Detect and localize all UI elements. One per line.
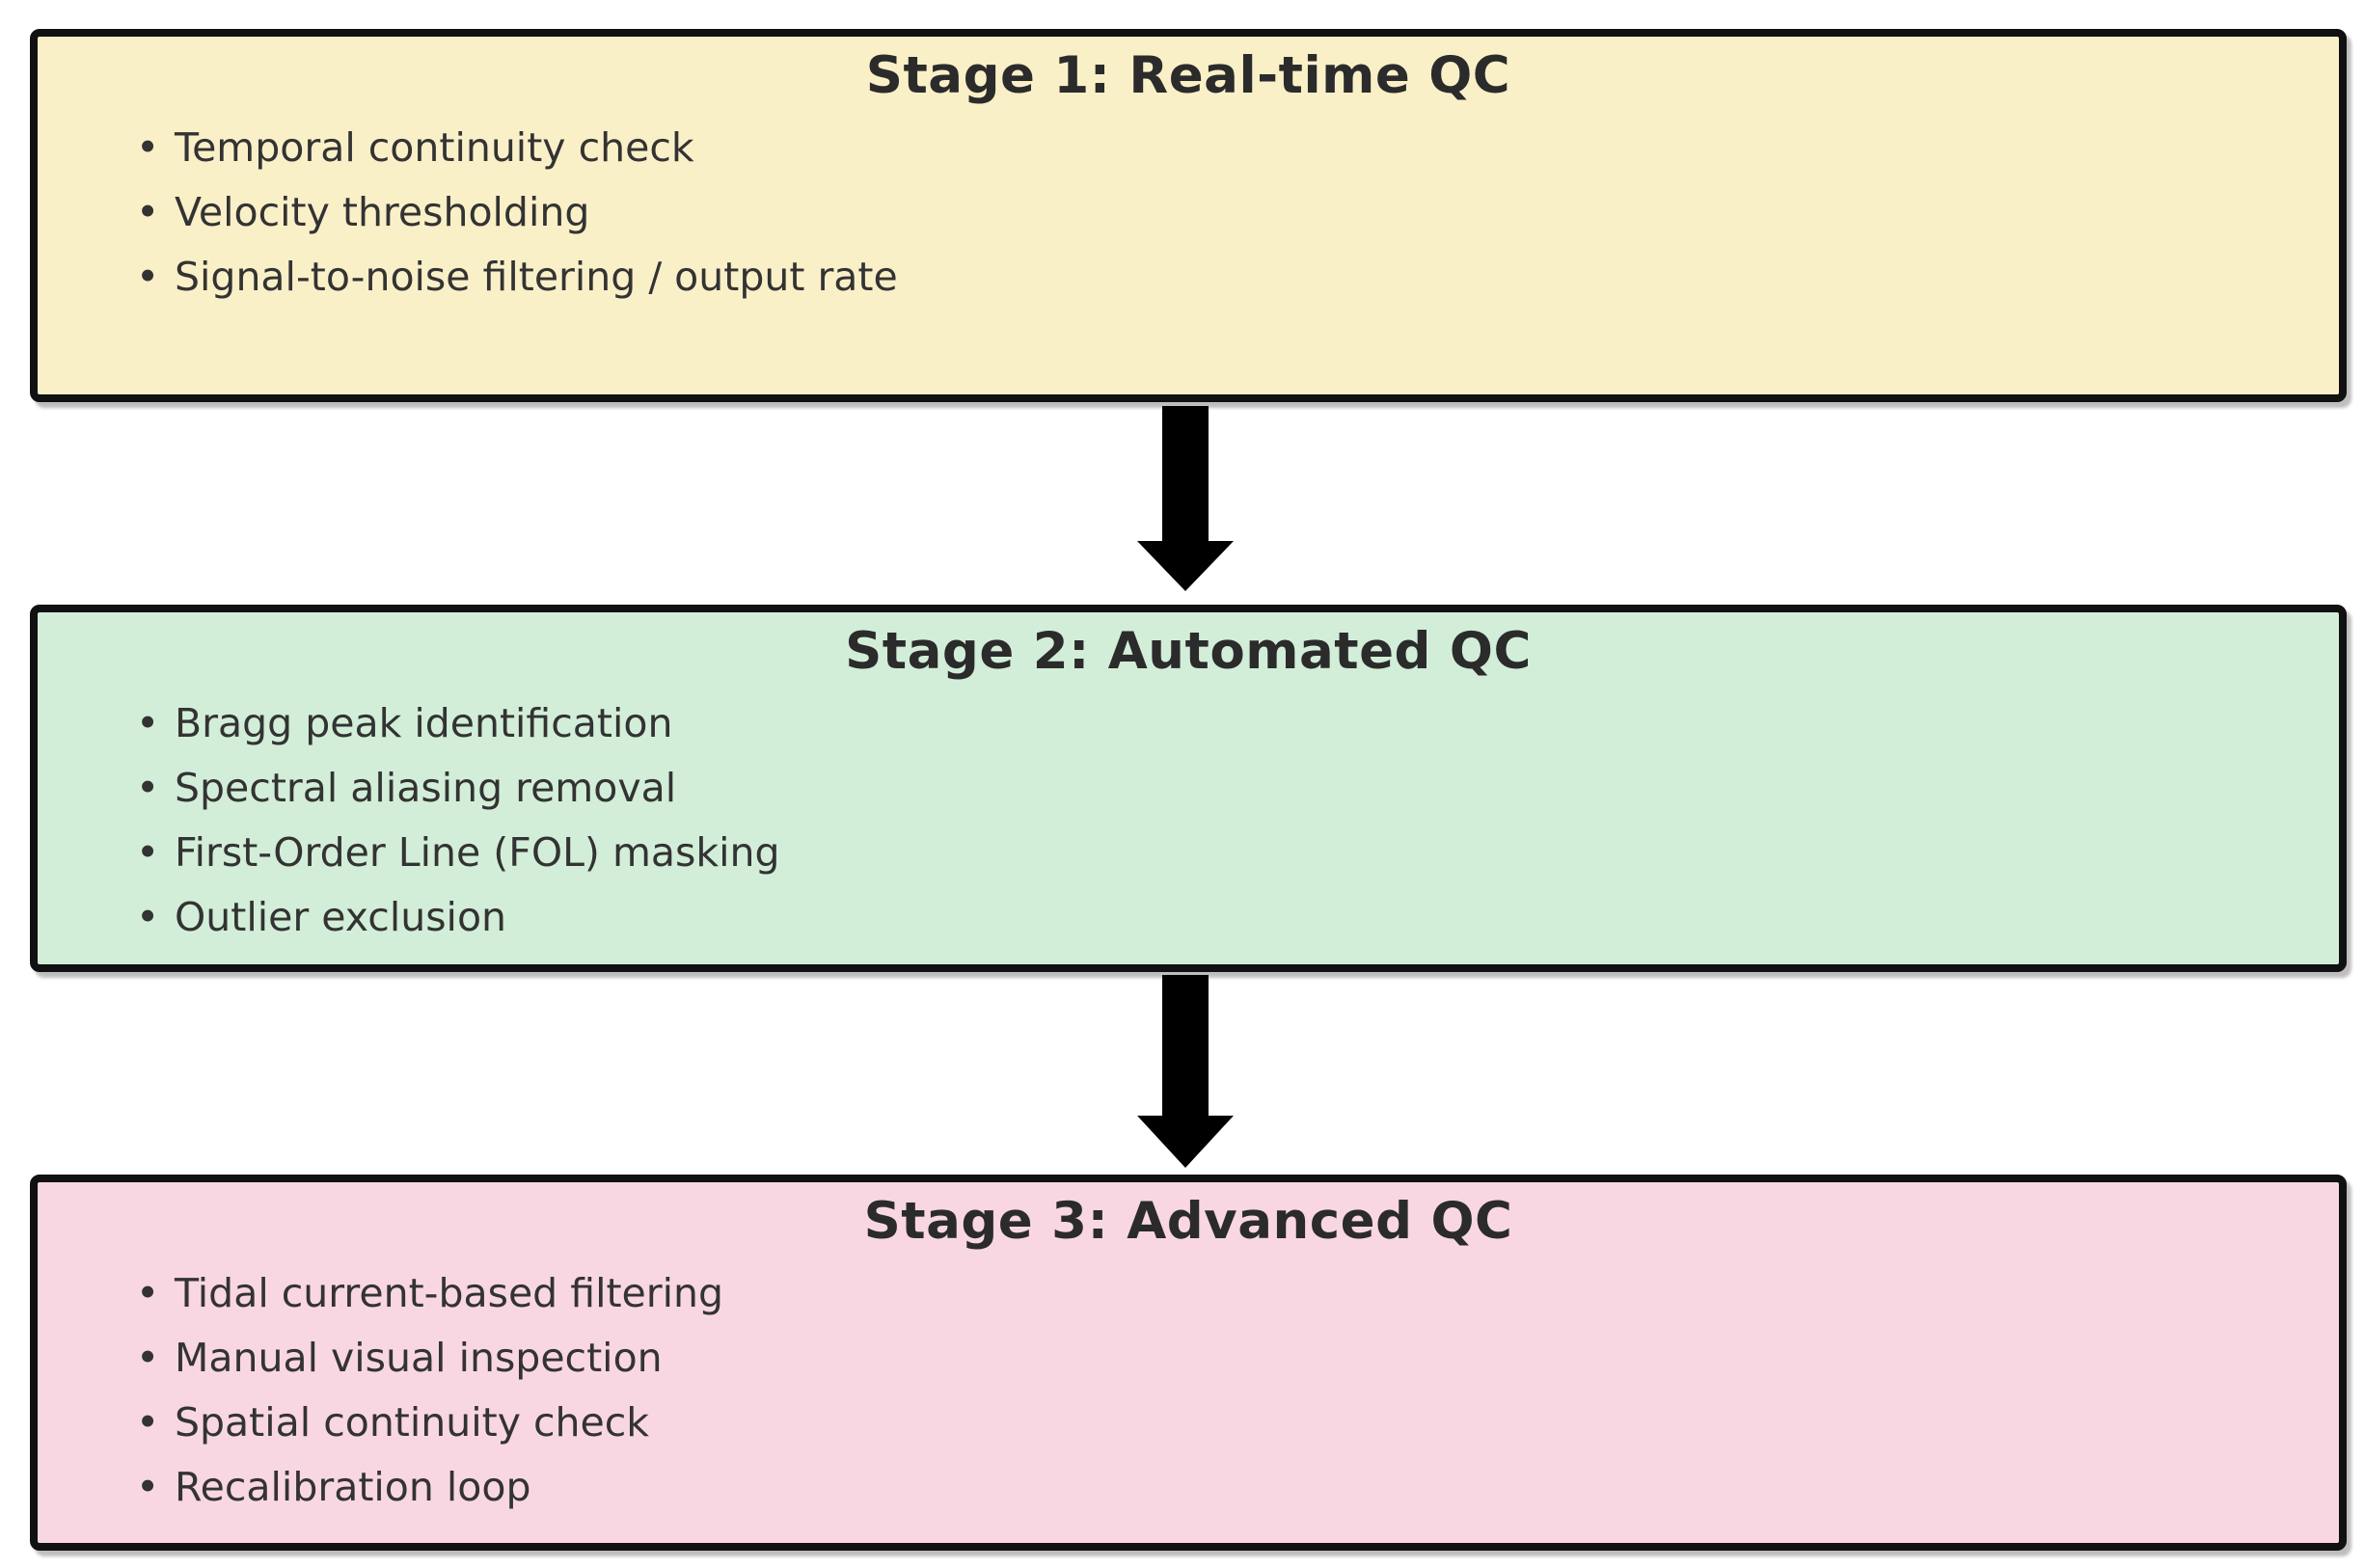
down-arrow-icon <box>1137 975 1234 1168</box>
bullet-item: Spectral aliasing removal <box>136 756 2300 821</box>
stage-box-1: Stage 1: Real-time QC Temporal continuit… <box>30 29 2347 402</box>
stage-box-3: Stage 3: Advanced QC Tidal current-based… <box>30 1175 2347 1551</box>
stage-1-title: Stage 1: Real-time QC <box>865 46 1511 105</box>
stage-3-bullet-list: Tidal current-based filtering Manual vis… <box>76 1261 2300 1520</box>
bullet-item: Temporal continuity check <box>136 116 2300 180</box>
stage-1-bullet-list: Temporal continuity check Velocity thres… <box>76 116 2300 310</box>
bullet-item: First-Order Line (FOL) masking <box>136 821 2300 885</box>
stage-2-bullet-list: Bragg peak identification Spectral alias… <box>76 691 2300 950</box>
stage-2-title: Stage 2: Automated QC <box>845 622 1532 681</box>
bullet-item: Outlier exclusion <box>136 885 2300 950</box>
bullet-item: Spatial continuity check <box>136 1391 2300 1455</box>
bullet-item: Signal-to-noise filtering / output rate <box>136 245 2300 310</box>
bullet-item: Bragg peak identification <box>136 691 2300 756</box>
stage-3-title: Stage 3: Advanced QC <box>863 1192 1513 1251</box>
down-arrow-icon <box>1137 406 1234 591</box>
bullet-item: Velocity thresholding <box>136 180 2300 245</box>
bullet-item: Recalibration loop <box>136 1455 2300 1520</box>
bullet-item: Manual visual inspection <box>136 1326 2300 1391</box>
stage-box-2: Stage 2: Automated QC Bragg peak identif… <box>30 605 2347 972</box>
bullet-item: Tidal current-based filtering <box>136 1261 2300 1326</box>
